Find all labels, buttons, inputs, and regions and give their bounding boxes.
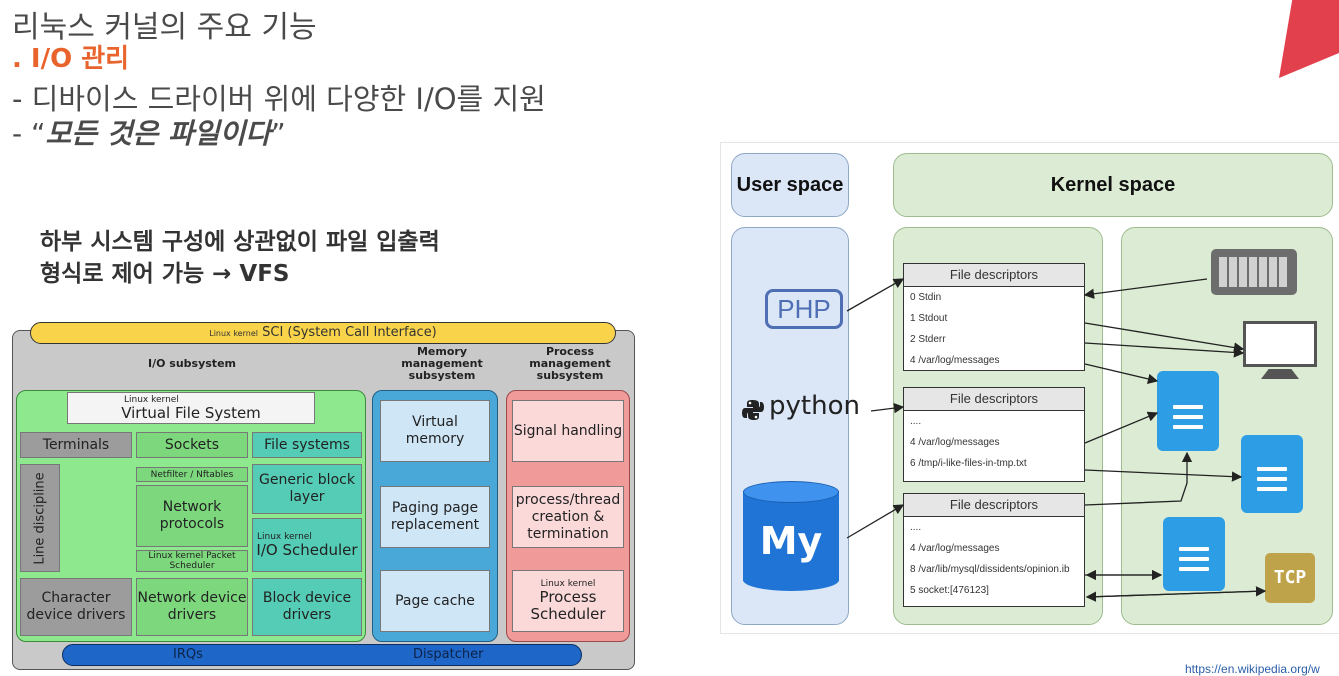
network-device-drivers-box: Network device drivers: [136, 578, 248, 636]
packet-scheduler-box: Linux kernel Packet Scheduler: [136, 550, 248, 572]
file-systems-box: File systems: [252, 432, 362, 458]
process-scheduler-box: Linux kernel Process Scheduler: [512, 570, 624, 632]
fd-row: 1 Stdout: [910, 313, 948, 324]
python-icon: [742, 400, 764, 420]
sockets-box: Sockets: [136, 432, 248, 458]
irq-dispatcher-bar: IRQs Dispatcher: [62, 644, 582, 666]
fd-row: 6 /tmp/i-like-files-in-tmp.txt: [910, 458, 1027, 469]
monitor-icon: [1243, 321, 1317, 383]
signal-handling-box: Signal handling: [512, 400, 624, 462]
fd-table-php: File descriptors 0 Stdin 1 Stdout 2 Stde…: [903, 263, 1085, 371]
fd-row: 8 /var/lib/mysql/dissidents/opinion.ib: [910, 564, 1070, 575]
fd-row: 4 /var/log/messages: [910, 437, 1000, 448]
io-scheduler-box: Linux kernel I/O Scheduler: [252, 518, 362, 572]
memory-subsystem-header: Memory management subsystem: [401, 345, 483, 382]
tcp-socket-icon: TCP: [1265, 553, 1315, 603]
file-icon: [1163, 517, 1225, 591]
page-cache-box: Page cache: [380, 570, 490, 632]
process-subsystem-header: Process management subsystem: [529, 345, 611, 382]
fd-row: ....: [910, 522, 922, 533]
sci-bar: Linux kernel SCI (System Call Interface): [30, 322, 616, 344]
fd-table-python: File descriptors .... 4 /var/log/message…: [903, 387, 1085, 482]
fd-row: 4 /var/log/messages: [910, 355, 1000, 366]
virtual-memory-box: Virtual memory: [380, 400, 490, 462]
connection-arrows: [846, 278, 1267, 602]
dispatcher-label: Dispatcher: [413, 647, 484, 662]
slide-subtitle: . I/O 관리: [12, 44, 130, 74]
kernel-space-header: Kernel space: [893, 153, 1333, 217]
file-descriptor-diagram: User space Kernel space PHP python My Fi…: [720, 142, 1339, 634]
vfs-box: Linux kernel Virtual File System: [67, 392, 315, 424]
fd-row: ....: [910, 416, 922, 427]
block-device-drivers-box: Block device drivers: [252, 578, 362, 636]
source-url[interactable]: https://en.wikipedia.org/w: [1185, 662, 1320, 676]
fd-row: 4 /var/log/messages: [910, 543, 1000, 554]
python-logo: python: [739, 391, 869, 425]
line-discipline-box: Line discipline: [20, 464, 60, 572]
fd-table-mysql: File descriptors .... 4 /var/log/message…: [903, 493, 1085, 607]
process-thread-box: process/thread creation & termination: [512, 486, 624, 548]
file-icon: [1241, 435, 1303, 513]
terminals-box: Terminals: [20, 432, 132, 458]
php-logo: PHP: [765, 289, 843, 329]
linux-kernel-diagram: Linux kernel SCI (System Call Interface)…: [12, 322, 635, 670]
generic-block-layer-box: Generic block layer: [252, 464, 362, 514]
network-protocols-box: Network protocols: [136, 485, 248, 547]
bullet-device-drivers: - 디바이스 드라이버 위에 다양한 I/O를 지원: [12, 82, 546, 116]
paging-box: Paging page replacement: [380, 486, 490, 548]
file-icon: [1157, 371, 1219, 451]
io-subsystem-header: I/O subsystem: [148, 357, 236, 370]
character-device-drivers-box: Character device drivers: [20, 578, 132, 636]
user-space-header: User space: [731, 153, 849, 217]
fd-row: 2 Stderr: [910, 334, 946, 345]
fd-row: 5 socket:[476123]: [910, 585, 989, 596]
bullet-everything-is-file: - “모든 것은 파일이다”: [12, 117, 286, 150]
irqs-label: IRQs: [173, 647, 203, 662]
netfilter-box: Netfilter / Nftables: [136, 467, 248, 482]
corner-decoration: [1279, 0, 1339, 78]
fd-row: 0 Stdin: [910, 292, 942, 303]
slide-title: 리눅스 커널의 주요 기능: [12, 10, 317, 45]
mysql-logo: My: [743, 481, 839, 591]
keyboard-icon: [1211, 249, 1297, 295]
